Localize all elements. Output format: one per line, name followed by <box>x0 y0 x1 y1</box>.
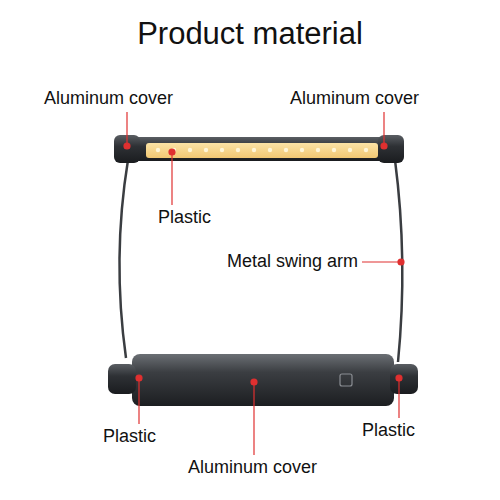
part-label: Metal swing arm <box>227 251 358 272</box>
end-cap <box>108 364 136 394</box>
part-label: Plastic <box>103 426 156 447</box>
switch-button <box>340 374 352 386</box>
part-label: Plastic <box>362 420 415 441</box>
end-cap <box>390 364 418 394</box>
title: Product material <box>137 16 363 52</box>
led-dots <box>156 148 368 152</box>
lamp-body <box>132 354 394 406</box>
led-strip <box>146 143 378 158</box>
part-label: Plastic <box>158 207 211 228</box>
light-bar <box>118 137 396 161</box>
part-label: Aluminum cover <box>188 457 317 478</box>
leader-lines <box>124 112 404 455</box>
part-label: Aluminum cover <box>44 88 173 109</box>
end-cap <box>378 135 404 163</box>
part-label: Aluminum cover <box>290 88 419 109</box>
swing-arm <box>119 160 128 358</box>
